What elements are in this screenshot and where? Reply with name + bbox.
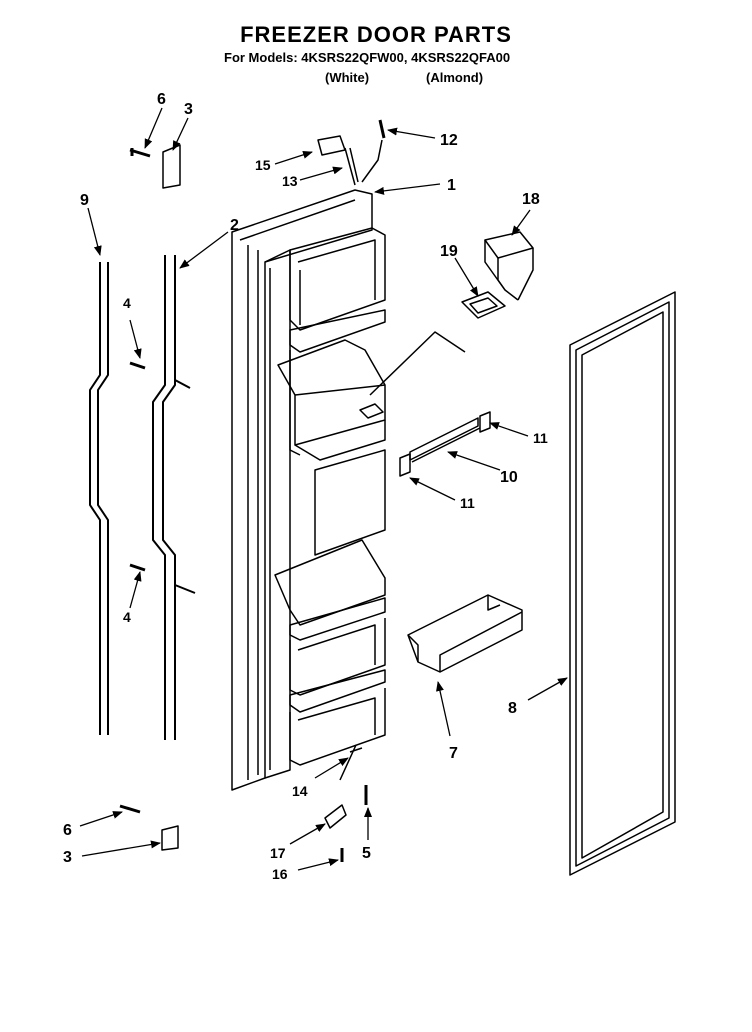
callout-4-lower: 4 — [123, 609, 131, 625]
callout-18: 18 — [522, 191, 540, 208]
callout-8: 8 — [508, 700, 517, 717]
part-18-chute — [484, 231, 534, 301]
part-10-rail — [399, 411, 491, 477]
callout-12: 12 — [440, 132, 458, 149]
callout-6-bottom: 6 — [63, 822, 72, 839]
model-numbers: For Models: 4KSRS22QFW00, 4KSRS22QFA00 — [224, 50, 511, 65]
callout-3-bottom: 3 — [63, 849, 72, 866]
callout-19: 19 — [440, 243, 458, 260]
callout-6-top: 6 — [157, 91, 166, 108]
dispenser-section — [277, 331, 466, 556]
variant-almond: (Almond) — [426, 70, 484, 85]
callout-17: 17 — [270, 845, 286, 861]
callout-5: 5 — [362, 845, 371, 862]
callout-13: 13 — [282, 173, 298, 189]
callout-3-top: 3 — [184, 101, 193, 118]
lower-shelves — [274, 539, 386, 766]
upper-shelf — [289, 227, 386, 456]
part-19-seal — [461, 291, 506, 319]
callout-11-upper: 11 — [533, 430, 548, 446]
part-1-door-panel — [231, 189, 373, 791]
part-8-gasket — [569, 291, 676, 876]
callout-16: 16 — [272, 866, 288, 882]
callout-7: 7 — [449, 745, 458, 762]
callout-9: 9 — [80, 192, 89, 209]
part-9-strip — [89, 262, 109, 735]
part-2-bar — [152, 255, 196, 740]
callout-10: 10 — [500, 469, 518, 486]
callout-15: 15 — [255, 157, 271, 173]
callout-1: 1 — [447, 177, 456, 194]
page-title: FREEZER DOOR PARTS — [240, 22, 512, 47]
hardware-parts — [119, 119, 386, 862]
callout-4-upper: 4 — [123, 295, 131, 311]
leader-lines — [79, 107, 568, 871]
callout-2: 2 — [230, 217, 239, 234]
callout-14: 14 — [292, 783, 308, 799]
variant-white: (White) — [325, 70, 370, 85]
part-7-bin — [407, 594, 523, 673]
callout-11-lower: 11 — [460, 495, 475, 511]
